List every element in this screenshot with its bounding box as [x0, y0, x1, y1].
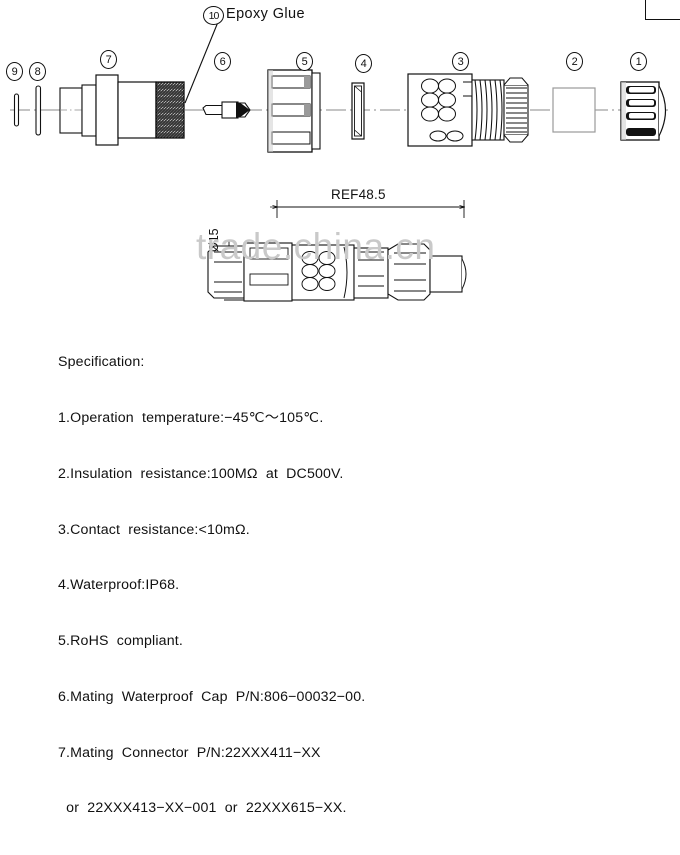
part-7-rear-body	[59, 74, 185, 146]
overall-length-dimension-text: REF48.5	[331, 187, 386, 202]
drawing-sheet: Epoxy Glue 9 8 7 10 6 5 4 3 2 1 REF48.5 …	[6, 0, 680, 817]
specification-line-2: 2.Insulation resistance:100MΩ at DC500V.	[58, 465, 344, 482]
callout-balloon-1: 1	[630, 52, 647, 71]
specification-line-5: 5.RoHS compliant.	[58, 633, 183, 650]
callout-balloon-9: 9	[6, 62, 23, 81]
epoxy-glue-label: Epoxy Glue	[226, 6, 305, 22]
callout-balloon-2: 2	[566, 52, 583, 71]
callout-balloon-7: 7	[100, 50, 117, 69]
epoxy-leader-line	[184, 21, 219, 104]
part-4-gasket	[351, 82, 365, 140]
part-8-oring	[35, 85, 42, 136]
part-1-cap	[620, 81, 667, 141]
part-3-main-housing	[407, 73, 529, 147]
specification-line-6: 6.Mating Waterproof Cap P/N:806−00032−00…	[58, 688, 366, 705]
callout-balloon-5: 5	[296, 52, 313, 71]
corner-frame-box	[645, 0, 680, 20]
callout-balloon-4: 4	[355, 54, 372, 73]
diameter-dimension-text: Ø15	[207, 228, 221, 252]
part-6-contact-pin	[202, 101, 251, 119]
part-9-oring	[13, 93, 20, 127]
callout-balloon-10: 10	[203, 6, 224, 25]
specification-line-1: 1.Operation temperature:−45℃～105℃.	[58, 409, 324, 426]
specification-heading: Specification:	[58, 354, 145, 371]
callout-balloon-6: 6	[214, 52, 231, 71]
specification-line-8: or 22XXX413−XX−001 or 22XXX615−XX.	[58, 800, 347, 817]
part-2-sleeve	[552, 87, 596, 133]
callout-balloon-3: 3	[452, 52, 469, 71]
specification-line-3: 3.Contact resistance:<10mΩ.	[58, 521, 250, 538]
part-5-insulator	[267, 69, 321, 153]
callout-balloon-8: 8	[29, 62, 46, 81]
technical-drawing-canvas	[10, 21, 672, 302]
specification-block: Specification: 1.Operation temperature:−…	[58, 316, 365, 855]
dimension-overall-length	[277, 200, 464, 218]
assembled-connector-view	[207, 242, 467, 302]
specification-line-4: 4.Waterproof:IP68.	[58, 577, 180, 594]
specification-line-7: 7.Mating Connector P/N:22XXX411−XX	[58, 744, 321, 761]
